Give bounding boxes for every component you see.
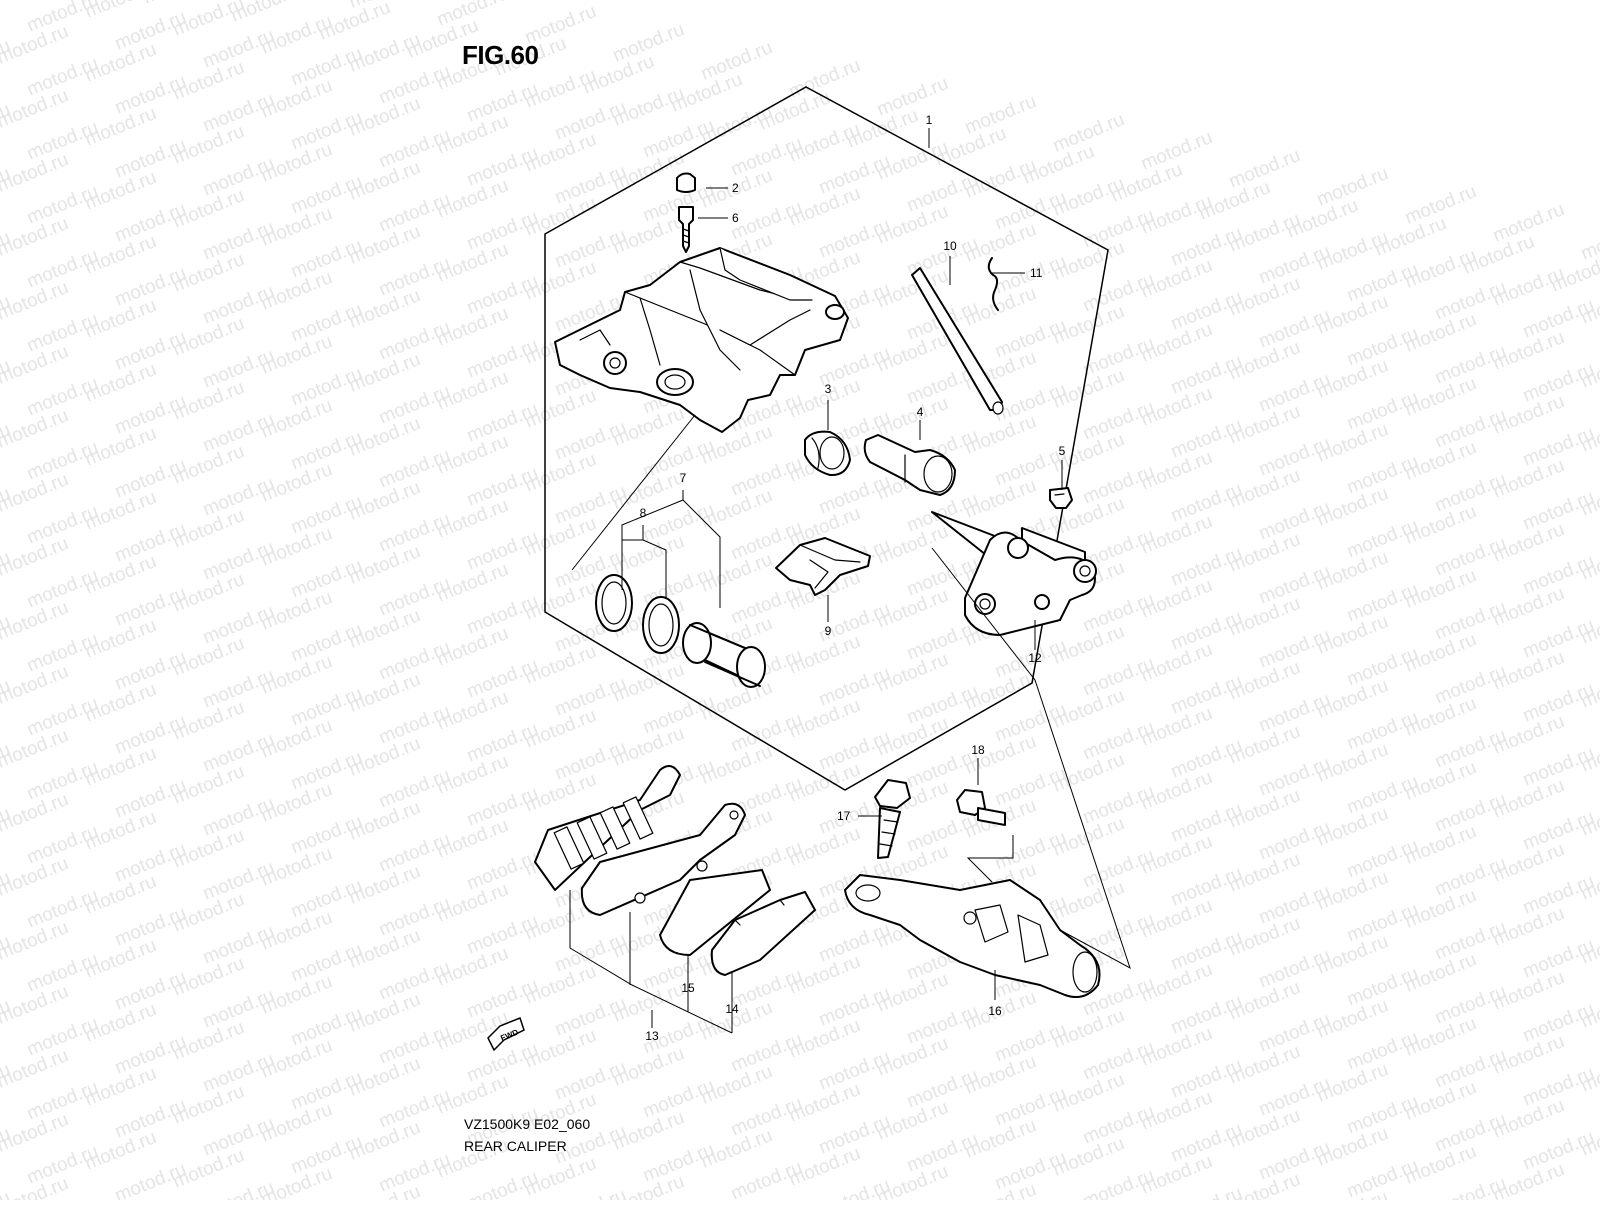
piston [682, 622, 766, 688]
pad-spring [775, 537, 871, 596]
leader-lines [569, 128, 1131, 1034]
spring-clip [1049, 487, 1073, 509]
watermark-text: motod.ru [816, 1175, 893, 1200]
callout-11: 11 [1030, 266, 1043, 280]
dust-seal [642, 596, 680, 654]
brake-pad-inner [534, 765, 681, 891]
caliper-bracket [931, 511, 1097, 636]
callout-16: 16 [988, 1004, 1002, 1018]
callout-18: 18 [971, 743, 985, 757]
figure-title: FIG.60 [462, 40, 539, 70]
callout-1: 1 [926, 113, 933, 127]
bracket-bolt [956, 789, 1006, 826]
callout-13: 13 [645, 1029, 659, 1043]
callout-14: 14 [725, 1002, 739, 1016]
pin-boot [804, 430, 851, 477]
pad-pin-clip [987, 257, 999, 311]
caliper-body [554, 247, 849, 433]
watermark-text: motod.ru [1578, 1177, 1600, 1200]
callout-17: 17 [837, 809, 851, 823]
watermark-text: motod.ru [552, 1185, 629, 1200]
slide-pin-sleeve [863, 434, 956, 496]
callout-3: 3 [825, 382, 832, 396]
callout-5: 5 [1059, 444, 1066, 458]
callout-2: 2 [732, 181, 739, 195]
watermark-text: motod.ru [1168, 1183, 1245, 1200]
model-code: VZ1500K9 E02_060 [464, 1116, 591, 1132]
watermark-text: motod.ru [200, 1177, 277, 1200]
diagram-name: REAR CALIPER [464, 1138, 567, 1154]
callout-12: 12 [1028, 651, 1042, 665]
pad-shim [659, 869, 771, 956]
pad-pin [911, 267, 1004, 415]
assembly-outline [544, 86, 1109, 791]
callout-numbers: 1 2 3 4 5 6 7 8 9 10 11 12 13 14 15 16 1… [640, 113, 1066, 1043]
caliper-mount-bracket [844, 874, 1101, 998]
callout-15: 15 [681, 981, 695, 995]
callout-10: 10 [943, 239, 957, 253]
callout-9: 9 [825, 624, 832, 638]
watermark-text: motod.ru [1432, 1173, 1509, 1200]
watermark-text: motod.ru [112, 1159, 189, 1200]
callout-6: 6 [732, 211, 739, 225]
callout-8: 8 [640, 506, 647, 520]
piston-seal [595, 574, 633, 632]
watermark-text: motod.ru [728, 1157, 805, 1200]
pad-shim-outer [710, 891, 816, 976]
bleeder-cap [676, 172, 696, 193]
brake-pad-outer [580, 802, 746, 916]
callout-7: 7 [680, 471, 687, 485]
caliper-mounting-bolt [874, 779, 911, 859]
bleeder-valve [678, 206, 694, 253]
callout-4: 4 [917, 405, 924, 419]
